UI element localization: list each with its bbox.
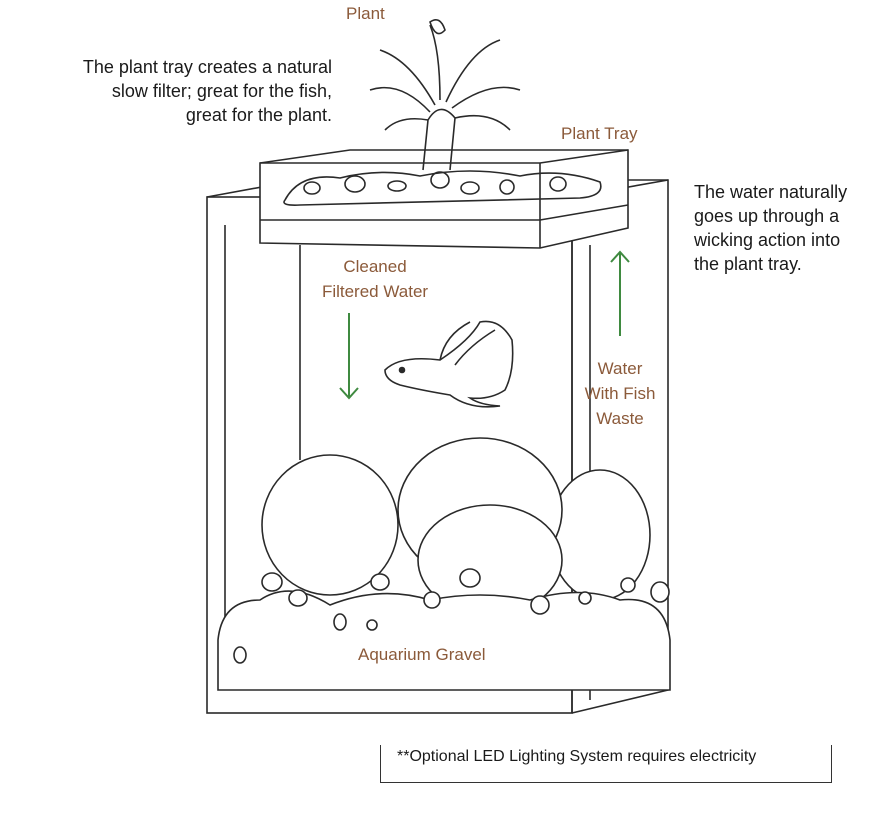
- label-line: Cleaned: [343, 257, 407, 276]
- arrow-down-icon: [339, 313, 359, 400]
- note-line: The water naturally: [694, 182, 848, 202]
- note-line: great for the plant.: [185, 105, 332, 125]
- river-stones: [261, 437, 651, 616]
- note-line: wicking action into: [694, 230, 841, 250]
- right-note: The water naturally goes up through a wi…: [694, 180, 889, 276]
- footnote-text: **Optional LED Lighting System requires …: [397, 748, 757, 765]
- plant-label: Plant: [346, 4, 385, 23]
- footnote: **Optional LED Lighting System requires …: [380, 745, 832, 783]
- note-line: goes up through a: [694, 206, 840, 226]
- label-line: With Fish: [584, 384, 656, 403]
- gravel-label: Aquarium Gravel: [358, 645, 486, 664]
- betta-fish-icon: [384, 320, 514, 408]
- left-note: The plant tray creates a natural slow fi…: [20, 55, 332, 127]
- plant-icon: [369, 19, 521, 171]
- plant-tray-label: Plant Tray: [561, 124, 638, 143]
- note-line: the plant tray.: [694, 254, 802, 274]
- plant-tray: [259, 149, 629, 249]
- fish-waste-label: Water With Fish Waste: [570, 356, 670, 431]
- arrow-up-icon: [610, 250, 630, 336]
- aquarium-gravel: [217, 568, 671, 691]
- note-line: slow filter; great for the fish,: [111, 81, 332, 101]
- label-line: Waste: [596, 409, 644, 428]
- label-line: Filtered Water: [321, 282, 429, 301]
- note-line: The plant tray creates a natural: [82, 57, 332, 77]
- label-line: Water: [597, 359, 643, 378]
- cleaned-water-label: Cleaned Filtered Water: [300, 254, 450, 304]
